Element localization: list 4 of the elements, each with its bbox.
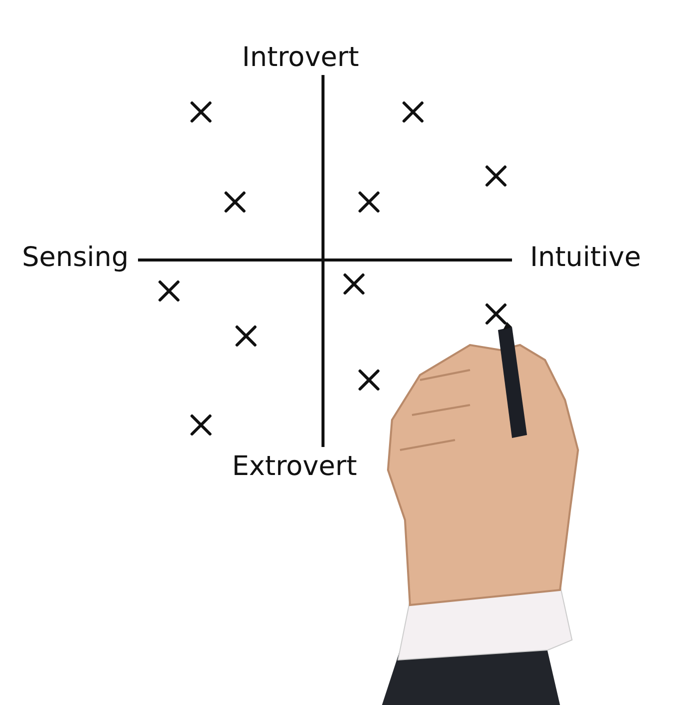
axis-label: Intuitive (530, 244, 641, 271)
axis-label: Extrovert (232, 453, 357, 480)
axis-label: Introvert (242, 44, 359, 71)
axis-label: Sensing (22, 244, 129, 271)
